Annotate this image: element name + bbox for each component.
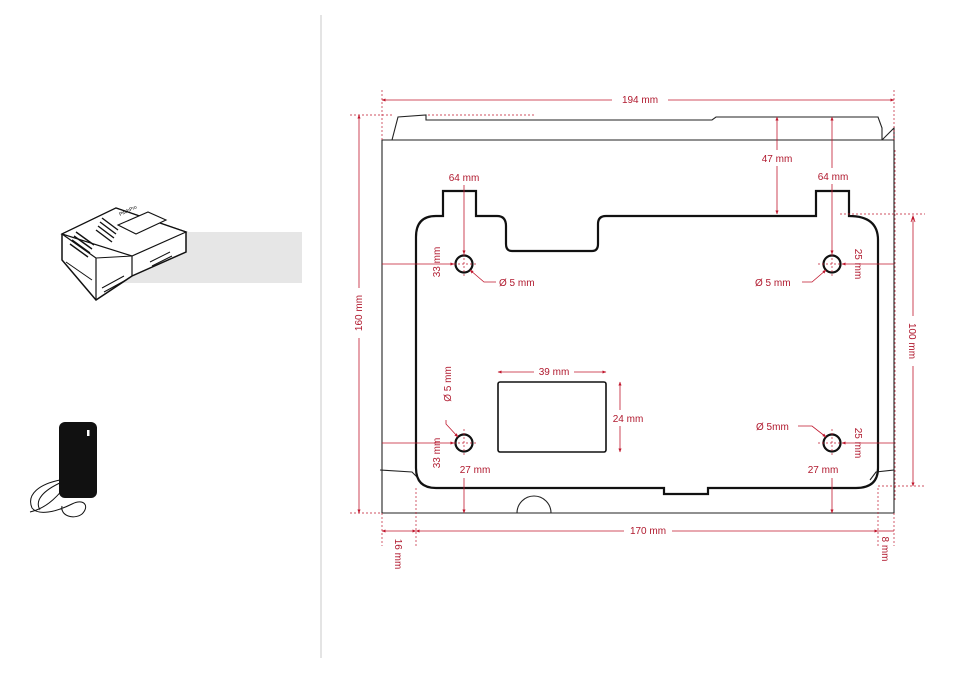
mounting-hole-top-left: [450, 250, 478, 278]
label-hole-br-vertical: 25 mm: [852, 428, 863, 459]
label-overall-height: 160 mm: [354, 295, 365, 331]
plate-cutout-outline: [416, 191, 878, 494]
label-window-width: 39 mm: [539, 367, 570, 378]
label-inner-height: 100 mm: [906, 323, 917, 359]
label-left-offset: 16 mm: [392, 539, 403, 570]
label-top-depth: 47 mm: [762, 154, 793, 165]
label-hole-br-diameter: Ø 5mm: [756, 422, 789, 433]
mounting-hole-bottom-right: [818, 429, 846, 457]
label-inner-width: 170 mm: [630, 526, 666, 537]
display-window: [498, 382, 606, 452]
label-hole-bl-horizontal: 27 mm: [460, 465, 491, 476]
label-hole-bl-diameter: Ø 5 mm: [443, 366, 454, 402]
label-tab-right-width: 64 mm: [818, 172, 849, 183]
label-hole-tr-vertical: 25 mm: [852, 249, 863, 280]
power-adapter-illustration: [30, 422, 97, 517]
control-unit-illustration: [62, 208, 186, 300]
label-right-offset: 8 mm: [879, 537, 890, 562]
label-hole-tl-vertical: 33 mm: [432, 247, 443, 278]
label-hole-bl-vertical: 33 mm: [432, 438, 443, 469]
label-hole-tl-diameter: Ø 5 mm: [499, 278, 535, 289]
mounting-hole-top-right: [818, 250, 846, 278]
label-tab-left-width: 64 mm: [449, 173, 480, 184]
label-window-height: 24 mm: [613, 414, 644, 425]
label-hole-br-horizontal: 27 mm: [808, 465, 839, 476]
label-overall-width: 194 mm: [622, 95, 658, 106]
label-hole-tr-diameter: Ø 5 mm: [755, 278, 791, 289]
